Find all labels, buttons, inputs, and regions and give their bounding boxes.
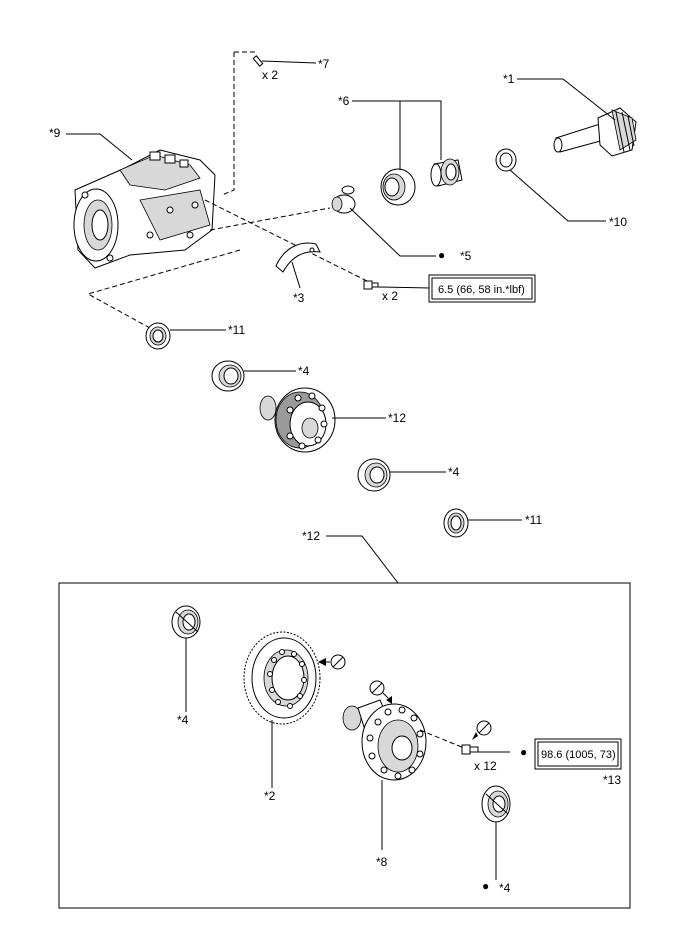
- label-11a: *11: [228, 323, 245, 337]
- label-5: *5: [460, 249, 472, 263]
- breather-plug: [331, 185, 356, 214]
- label-1: *1: [503, 72, 515, 86]
- label-8: *8: [376, 855, 388, 869]
- cover-bolt: [363, 280, 379, 290]
- label-9: *9: [49, 126, 61, 140]
- pinion-bearing-cup: [380, 168, 416, 206]
- torque-ring-gear-bolt: 98.6 (1005, 73): [541, 749, 616, 761]
- differential-case-assembly: [259, 387, 336, 453]
- side-bearing-cone-right: [481, 785, 511, 823]
- torque-cover-bolt: 6.5 (66, 58 in.*lbf): [438, 284, 525, 296]
- differential-case: [342, 699, 427, 781]
- drive-pinion: [553, 107, 637, 157]
- non-reusable-mark-4: ●: [482, 879, 489, 893]
- label-4d: *4: [499, 881, 511, 895]
- qty-7: x 2: [262, 68, 278, 82]
- torque-box-ring-gear-bolt: [534, 738, 622, 770]
- straight-pin: [252, 55, 264, 67]
- non-reusable-mark-5: ●: [438, 248, 445, 262]
- leader-7: [261, 60, 317, 64]
- label-7: *7: [318, 57, 330, 71]
- label-4a: *4: [298, 364, 310, 378]
- dashed-guide-11: [86, 249, 241, 329]
- no-oil-symbol-bolt: [472, 720, 492, 740]
- leader-6a: [352, 100, 401, 170]
- label-3: *3: [293, 291, 305, 305]
- leader-3: [291, 261, 301, 289]
- label-11b: *11: [525, 513, 542, 527]
- label-13: *13: [603, 773, 621, 787]
- label-12a: *12: [388, 411, 406, 425]
- no-oil-symbol-ring-gear: [318, 654, 346, 670]
- label-10: *10: [609, 215, 627, 229]
- leader-12b: [326, 535, 399, 584]
- label-4c: *4: [177, 713, 189, 727]
- leader-10: [509, 169, 606, 222]
- qty-ring-bolt: x 12: [474, 759, 497, 773]
- torque-box-cover-bolt: [428, 274, 536, 303]
- label-4b: *4: [448, 465, 460, 479]
- leader-6b: [400, 100, 442, 160]
- dashed-guide-7: [221, 52, 235, 196]
- leader-1: [517, 78, 616, 121]
- dashed-guide-5: [209, 207, 331, 231]
- side-oil-seal-left: [145, 322, 171, 350]
- dashed-guide-bolt: [204, 199, 376, 286]
- side-oil-seal-right: [443, 508, 469, 538]
- no-oil-symbol-case: [369, 680, 392, 704]
- ring-gear-bolt: [461, 744, 479, 755]
- detail-frame: [58, 582, 631, 909]
- side-bearing-cup-upper: [211, 360, 245, 392]
- label-2: *2: [264, 789, 276, 803]
- pinion-bearing-cone: [430, 158, 463, 187]
- side-bearing-cone-left: [171, 605, 201, 639]
- non-reusable-mark-bolt: ●: [520, 745, 527, 759]
- label-12b: *12: [302, 529, 320, 543]
- pinion-spacer-ring: [495, 148, 517, 172]
- qty-bolt: x 2: [382, 289, 398, 303]
- carrier-cover-bracket: [275, 242, 321, 273]
- dashed-guide-ring-bolt: [419, 729, 465, 749]
- label-6: *6: [338, 94, 350, 108]
- leader-9: [66, 133, 133, 161]
- leader-bolt: [377, 286, 431, 289]
- differential-carrier-housing: [73, 149, 216, 269]
- ring-gear: [243, 631, 321, 725]
- side-bearing-cup-lower: [357, 458, 391, 492]
- leader-5: [349, 207, 436, 257]
